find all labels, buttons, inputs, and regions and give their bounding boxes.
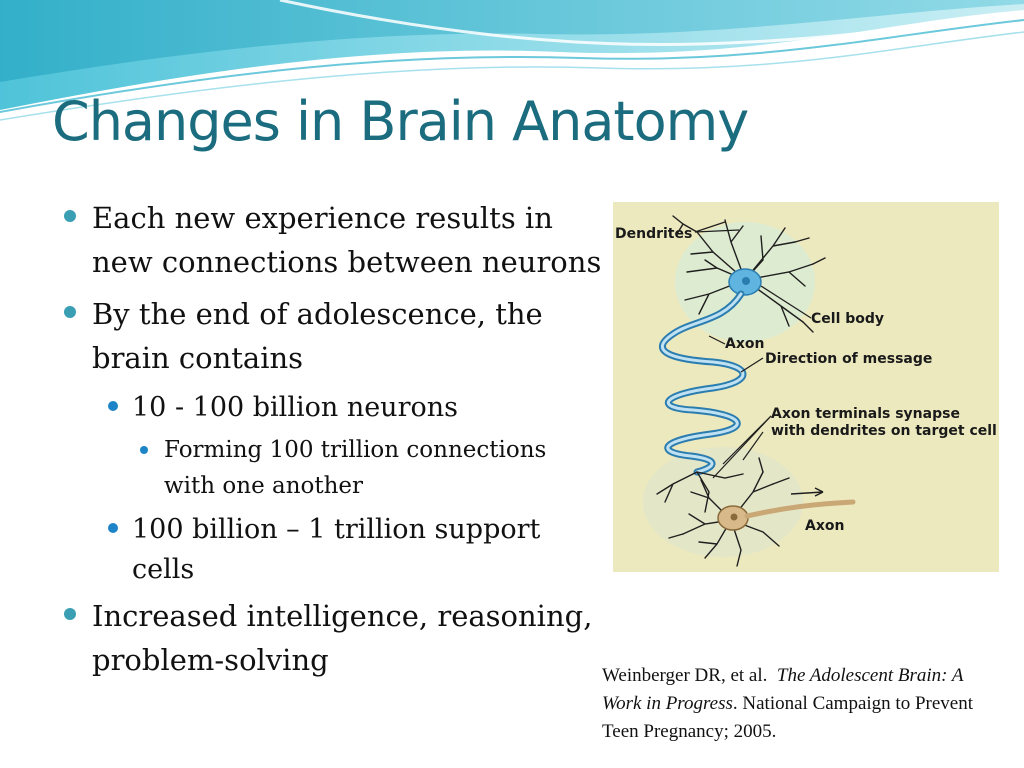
sub-sub-bullet-text: Forming 100 trillion connections with on… (164, 437, 547, 499)
citation-title: The Adolescent Brain: A Work in Progress (602, 665, 964, 714)
sub-bullet-icon (108, 401, 118, 411)
sub-bullet-text: 10 - 100 billion neurons (132, 392, 458, 423)
bullet-text: Increased intelligence, reasoning, probl… (92, 599, 593, 677)
top-wave-decoration (0, 0, 1024, 121)
bullet-list: Each new experience results in new conne… (62, 196, 602, 690)
bullet-icon (64, 608, 76, 620)
sub-bullet-icon (108, 523, 118, 533)
sub-bullet-item: 10 - 100 billion neurons (62, 388, 602, 428)
sub-sub-bullet-item: Forming 100 trillion connections with on… (62, 432, 602, 504)
sub-sub-bullet-icon (140, 446, 148, 454)
label-direction: Direction of message (765, 351, 932, 367)
citation: Weinberger DR, et al. The Adolescent Bra… (602, 662, 1007, 746)
label-axon-top: Axon (725, 336, 764, 352)
bullet-icon (64, 210, 76, 222)
neuron-diagram: Dendrites Cell body Axon Direction of me… (613, 202, 999, 572)
sub-bullet-text: 100 billion – 1 trillion support cells (132, 514, 541, 585)
citation-publisher: . National Campaign to Prevent Teen Preg… (602, 693, 973, 742)
label-terminals-1: Axon terminals synapse (771, 406, 960, 422)
sub-bullet-item: 100 billion – 1 trillion support cells (62, 510, 602, 590)
label-terminals-2: with dendrites on target cell (771, 423, 997, 439)
label-cell-body: Cell body (811, 311, 884, 327)
bullet-item: Increased intelligence, reasoning, probl… (62, 594, 602, 682)
label-axon-bottom: Axon (805, 518, 844, 534)
bullet-item: By the end of adolescence, the brain con… (62, 292, 602, 380)
bullet-item: Each new experience results in new conne… (62, 196, 602, 284)
citation-authors: Weinberger DR, et al. (602, 665, 768, 686)
label-dendrites: Dendrites (615, 226, 692, 242)
neuron-illustration: Dendrites Cell body Axon Direction of me… (615, 215, 997, 567)
bullet-text: By the end of adolescence, the brain con… (92, 297, 543, 375)
bullet-icon (64, 306, 76, 318)
slide-title: Changes in Brain Anatomy (52, 90, 749, 153)
bullet-text: Each new experience results in new conne… (92, 201, 602, 279)
